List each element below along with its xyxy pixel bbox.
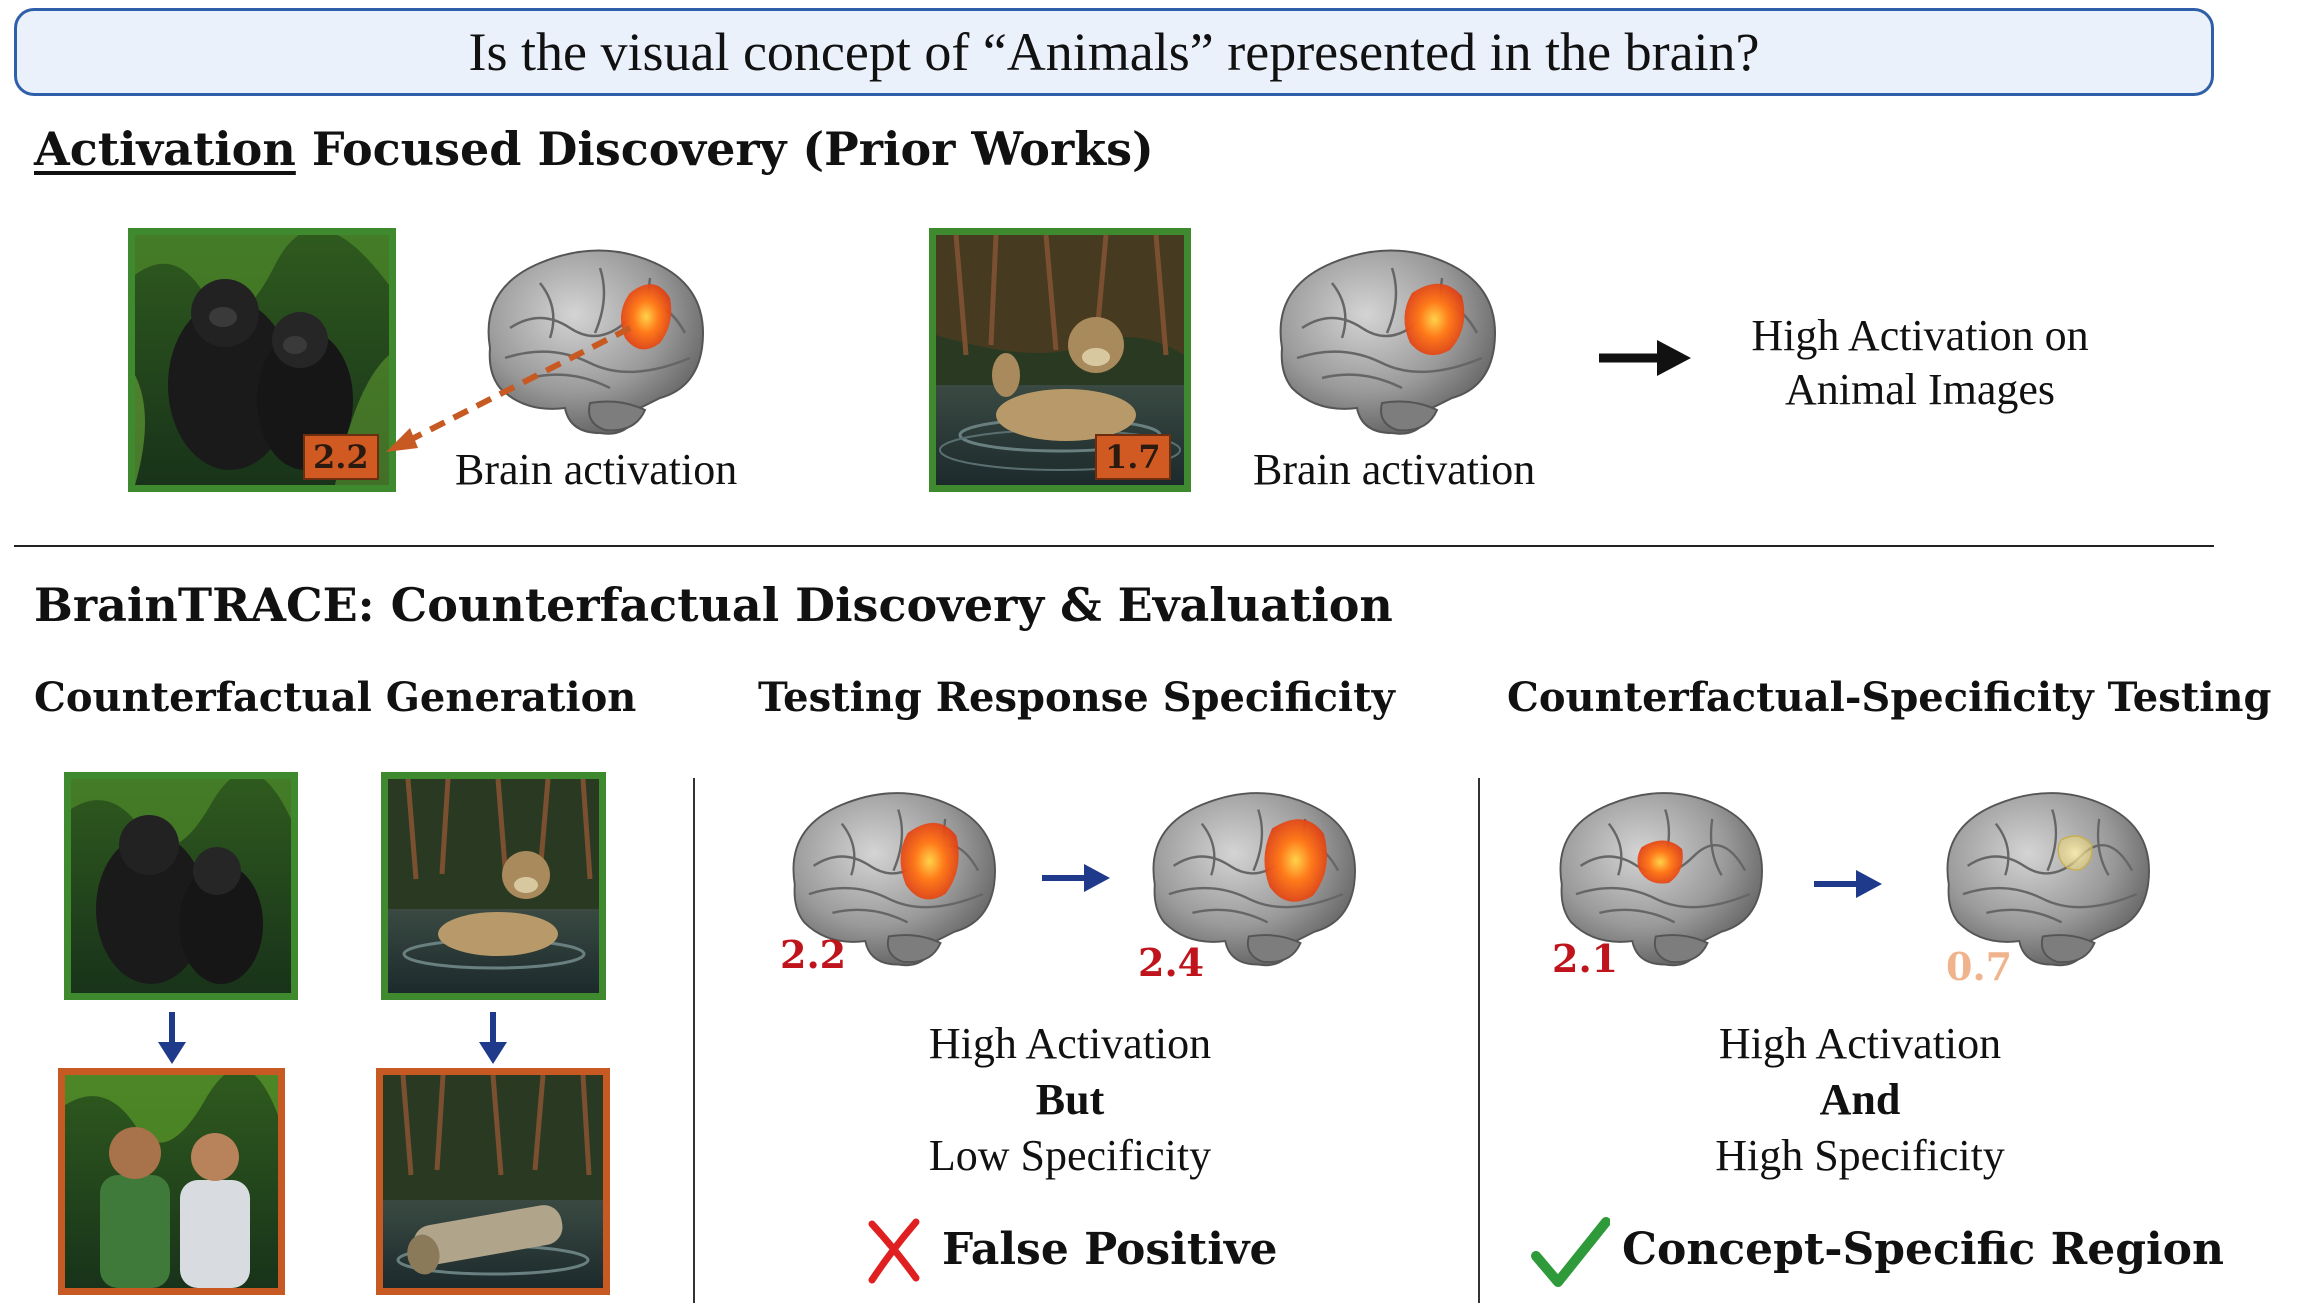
specificity-line2: But	[1035, 1075, 1105, 1124]
specificity-line3: Low Specificity	[928, 1131, 1212, 1180]
prior-brain-2	[1279, 249, 1496, 435]
prior-brain-label-2: Brain activation	[1253, 445, 1536, 494]
log-photo-counterfactual	[376, 1068, 610, 1295]
cf-line1: High Activation	[1718, 1019, 2002, 1068]
section-divider	[14, 545, 2214, 547]
column-divider-2	[1478, 778, 1480, 1303]
arrow-down-icon	[479, 1012, 507, 1064]
prior-brain-label-1: Brain activation	[455, 445, 738, 494]
specificity-brain-after	[1152, 792, 1356, 967]
prior-works-title: Activation Focused Discovery (Prior Work…	[34, 122, 1154, 176]
arrow-right-icon	[1814, 870, 1882, 898]
counterfactual-title: Counterfactual-Specificity Testing	[1507, 674, 2272, 721]
otter-photo	[929, 228, 1191, 492]
braintrace-title: BrainTRACE: Counterfactual Discovery & E…	[34, 578, 1393, 632]
cf-score-after: 0.7	[1946, 944, 2013, 989]
question-text: Is the visual concept of “Animals” repre…	[468, 22, 1760, 82]
activation-dashed-arrow	[386, 325, 632, 452]
arrow-right-icon	[1599, 340, 1691, 376]
cf-score-before: 2.1	[1552, 936, 1619, 981]
specificity-score-after: 2.4	[1138, 940, 1205, 985]
specificity-title: Testing Response Specificity	[758, 674, 1395, 721]
cf-line2: And	[1819, 1075, 1901, 1124]
humans-photo-counterfactual	[58, 1068, 285, 1295]
specificity-brain-before	[792, 792, 996, 967]
cf-brain-after	[1946, 792, 2150, 967]
prior-title-rest: Focused Discovery (Prior Works)	[295, 122, 1154, 176]
prior-result-line1: High Activation on	[1751, 311, 2089, 360]
prior-score-badge-1: 2.2	[303, 434, 379, 480]
cf-line3: High Specificity	[1715, 1131, 2005, 1180]
prior-result-line2: Animal Images	[1784, 365, 2056, 414]
arrow-right-icon	[1042, 864, 1110, 892]
cf-brain-before	[1559, 792, 1763, 967]
otter-photo-original	[381, 772, 606, 1000]
false-positive-label: False Positive	[942, 1224, 1278, 1275]
cross-icon	[868, 1218, 920, 1284]
prior-title-underlined: Activation	[34, 122, 296, 176]
gorilla-photo-original	[64, 772, 298, 1000]
question-box: Is the visual concept of “Animals” repre…	[14, 8, 2214, 96]
specificity-score-before: 2.2	[780, 932, 847, 977]
column-divider-1	[693, 778, 695, 1303]
arrow-down-icon	[158, 1012, 186, 1064]
check-icon	[1531, 1217, 1610, 1287]
concept-specific-label: Concept-Specific Region	[1622, 1224, 2225, 1275]
prior-score-badge-2: 1.7	[1095, 434, 1171, 480]
specificity-line1: High Activation	[928, 1019, 1212, 1068]
generation-title: Counterfactual Generation	[34, 674, 637, 721]
